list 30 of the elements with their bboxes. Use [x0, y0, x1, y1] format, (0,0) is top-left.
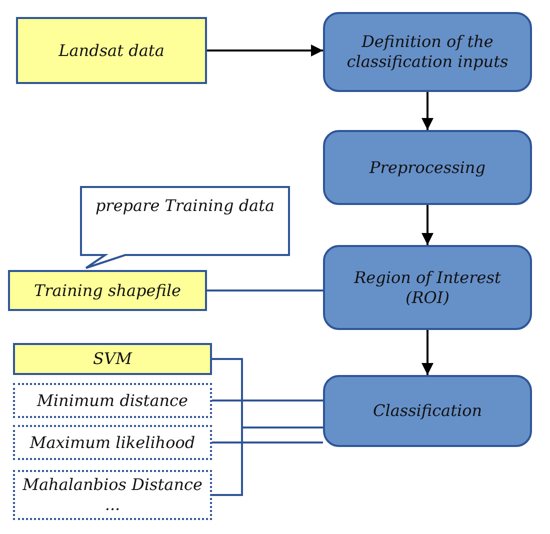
node-label: Mahalanbios Distance ... [22, 475, 204, 515]
method-box [13, 383, 212, 418]
connector-line [212, 426, 323, 496]
connector-line [212, 442, 323, 444]
data-box [8, 270, 207, 311]
node-label: Region of Interest (ROI) [353, 268, 502, 308]
process-box [323, 130, 532, 205]
process-box [323, 375, 532, 447]
process-box [323, 12, 532, 92]
node-label: Definition of the classification inputs [346, 32, 510, 72]
node-label: Preprocessing [370, 158, 486, 178]
method-box [13, 425, 212, 460]
node-label: Maximum likelihood [30, 432, 196, 452]
data-box [13, 343, 212, 375]
callout-bubble [80, 186, 290, 269]
connector-line [212, 400, 323, 402]
data-box [16, 17, 207, 84]
node-label: Landsat data [58, 40, 164, 60]
arrow [422, 205, 434, 245]
node-label: SVM [93, 349, 132, 369]
connector-line [207, 290, 323, 292]
arrow [207, 44, 323, 56]
arrow [422, 92, 434, 130]
node-label: prepare Training data [95, 196, 275, 216]
process-box [323, 245, 532, 330]
node-label: Minimum distance [37, 390, 188, 410]
node-label: Training shapefile [34, 280, 182, 300]
method-box [13, 470, 212, 520]
node-label: Classification [372, 401, 482, 421]
arrow [422, 330, 434, 375]
